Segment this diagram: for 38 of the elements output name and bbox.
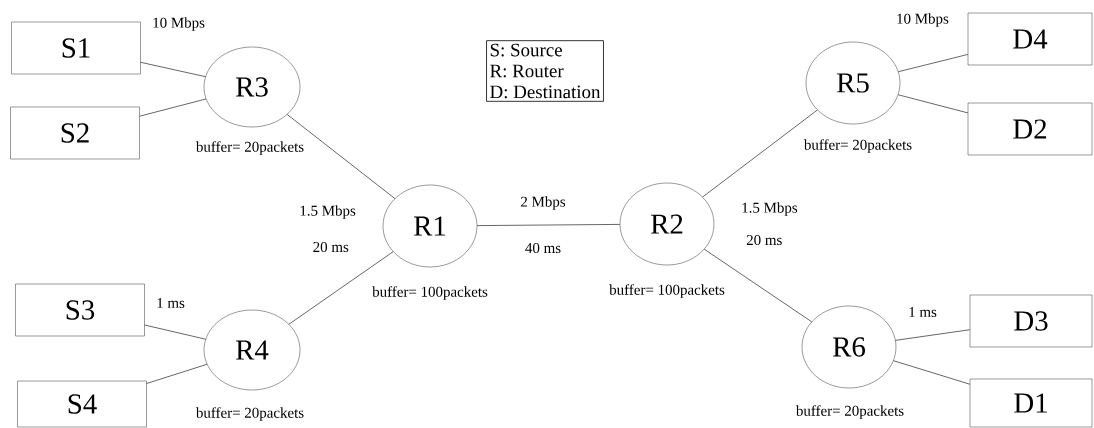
link-label: 1.5 Mbps — [300, 205, 356, 219]
link-line — [704, 248, 812, 323]
buffer-label: buffer= 100packets — [372, 286, 488, 300]
legend-box: S: Source R: Router D: Destination — [486, 40, 604, 102]
link-label: 10 Mbps — [897, 13, 949, 27]
link-line — [898, 54, 969, 72]
host-box: D1 — [969, 378, 1093, 428]
link-line — [146, 364, 208, 384]
host-box: S3 — [15, 283, 145, 337]
link-label: 1 ms — [157, 298, 185, 308]
buffer-label: buffer= 20packets — [195, 141, 304, 155]
link-line — [476, 224, 621, 226]
link-label: 1 ms — [909, 307, 937, 317]
link-line — [286, 114, 396, 199]
host-box: D2 — [967, 102, 1093, 156]
link-label: 2 Mbps — [521, 196, 566, 210]
link-line — [893, 360, 971, 385]
link-label: 20 ms — [746, 234, 782, 246]
host-box: S1 — [11, 21, 141, 75]
link-line — [144, 324, 206, 340]
buffer-label: buffer= 20packets — [803, 139, 912, 153]
link-line — [140, 62, 206, 77]
host-box: D4 — [967, 12, 1093, 66]
buffer-label: buffer= 100packets — [609, 284, 725, 298]
buffer-label: buffer= 20packets — [195, 407, 304, 421]
link-label: 1.5 Mbps — [742, 202, 798, 216]
link-label: 40 ms — [525, 242, 561, 254]
link-line — [702, 109, 818, 198]
link-line — [895, 329, 971, 341]
link-line — [288, 251, 394, 325]
host-box: D3 — [969, 294, 1093, 348]
link-line — [897, 94, 969, 114]
link-line — [139, 98, 207, 117]
link-label: 10 Mbps — [153, 17, 205, 31]
host-box: S2 — [10, 106, 140, 160]
host-box: S4 — [17, 380, 147, 428]
buffer-label: buffer= 20packets — [795, 405, 904, 419]
link-label: 20 ms — [313, 241, 349, 253]
